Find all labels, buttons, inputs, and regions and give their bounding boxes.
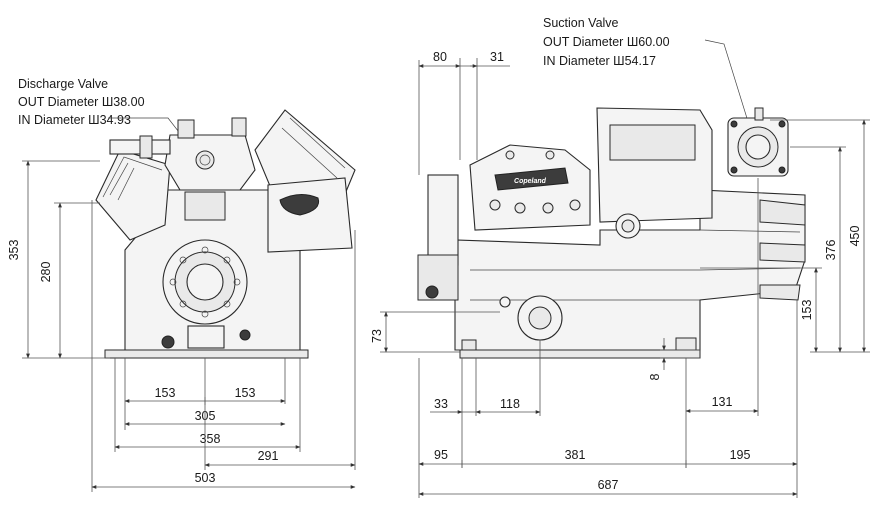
front-left-head bbox=[95, 149, 171, 241]
dim-31: 31 bbox=[490, 50, 504, 64]
dim-381: 381 bbox=[565, 448, 586, 462]
front-oil-sight-box bbox=[187, 325, 225, 349]
suction-out-diameter: OUT Diameter Ш60.00 bbox=[543, 35, 670, 49]
side-view-compressor: Copeland bbox=[417, 107, 806, 359]
discharge-leader-line bbox=[108, 117, 183, 137]
dim-358: 358 bbox=[200, 432, 221, 446]
dim-353: 353 bbox=[7, 240, 21, 261]
dim-195: 195 bbox=[730, 448, 751, 462]
dim-118: 118 bbox=[500, 397, 520, 411]
side-oil-pump-housing bbox=[427, 174, 459, 266]
dim-450: 450 bbox=[848, 226, 862, 247]
dim-280: 280 bbox=[39, 262, 53, 283]
dim-376: 376 bbox=[824, 240, 838, 261]
suction-in-diameter: IN Diameter Ш54.17 bbox=[543, 54, 656, 68]
dim-153-left: 153 bbox=[155, 386, 176, 400]
dim-33: 33 bbox=[434, 397, 448, 411]
side-brand-plate bbox=[494, 167, 569, 191]
dim-8: 8 bbox=[648, 373, 662, 380]
front-view-compressor bbox=[95, 109, 356, 359]
side-view-dimensions: 80 31 450 376 153 73 8 33 bbox=[370, 50, 870, 498]
dim-73: 73 bbox=[370, 329, 384, 343]
side-brand-text: Copeland bbox=[514, 178, 547, 185]
discharge-in-diameter: IN Diameter Ш34.93 bbox=[18, 113, 131, 127]
dim-131: 131 bbox=[712, 395, 733, 409]
suction-valve-label: Suction Valve OUT Diameter Ш60.00 IN Dia… bbox=[543, 16, 670, 68]
discharge-valve-title: Discharge Valve bbox=[18, 77, 108, 91]
front-terminal-box bbox=[267, 177, 353, 253]
dim-95: 95 bbox=[434, 448, 448, 462]
dim-80: 80 bbox=[433, 50, 447, 64]
dim-687: 687 bbox=[598, 478, 619, 492]
front-view-dimensions: 353 280 153 153 305 358 291 503 bbox=[7, 160, 356, 492]
side-base-plate bbox=[459, 349, 701, 359]
front-gauge-icon bbox=[195, 150, 215, 170]
dim-503: 503 bbox=[195, 471, 216, 485]
discharge-out-diameter: OUT Diameter Ш38.00 bbox=[18, 95, 145, 109]
suction-valve-title: Suction Valve bbox=[543, 16, 619, 30]
dim-291: 291 bbox=[258, 449, 279, 463]
suction-leader-line bbox=[704, 39, 751, 129]
discharge-valve-label: Discharge Valve OUT Diameter Ш38.00 IN D… bbox=[18, 77, 145, 127]
dim-153-right: 153 bbox=[235, 386, 256, 400]
front-terminal-badge bbox=[279, 194, 320, 216]
side-oil-drain-icon bbox=[425, 285, 439, 299]
front-drain-plug bbox=[161, 335, 175, 349]
dim-153-side: 153 bbox=[800, 300, 814, 321]
front-base-plate bbox=[104, 349, 309, 359]
side-cylinder-head bbox=[469, 144, 591, 231]
